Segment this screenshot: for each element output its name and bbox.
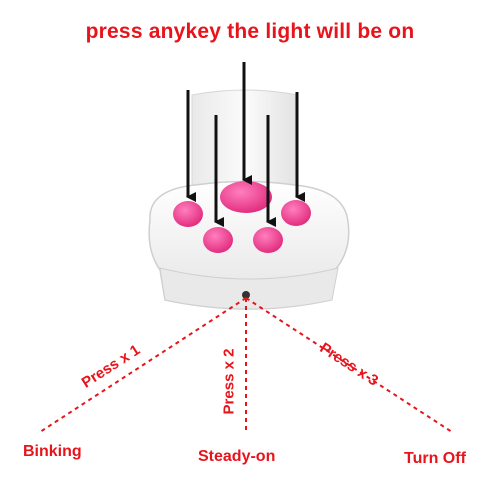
paw-toe-left-outer[interactable] <box>173 201 203 227</box>
paw-pads <box>173 181 311 253</box>
paw-toe-right-inner[interactable] <box>253 227 283 253</box>
guide-line-press-3 <box>245 297 453 433</box>
paw-toe-right-outer[interactable] <box>281 200 311 226</box>
mode-result-blinking: Binking <box>23 443 82 460</box>
instruction-title: press anykey the light will be on <box>85 20 415 43</box>
paw-pad-center[interactable] <box>220 181 272 213</box>
mode-result-steady-on: Steady-on <box>198 448 276 465</box>
guide-line-press-1 <box>39 297 247 433</box>
mode-result-turn-off: Turn Off <box>404 450 466 467</box>
mode-guide-lines <box>39 297 453 433</box>
press-arrows <box>186 62 305 227</box>
laser-emitter-dot <box>242 291 250 299</box>
press-twice-label: Press x 2 <box>220 348 238 415</box>
paw-toe-left-inner[interactable] <box>203 227 233 253</box>
